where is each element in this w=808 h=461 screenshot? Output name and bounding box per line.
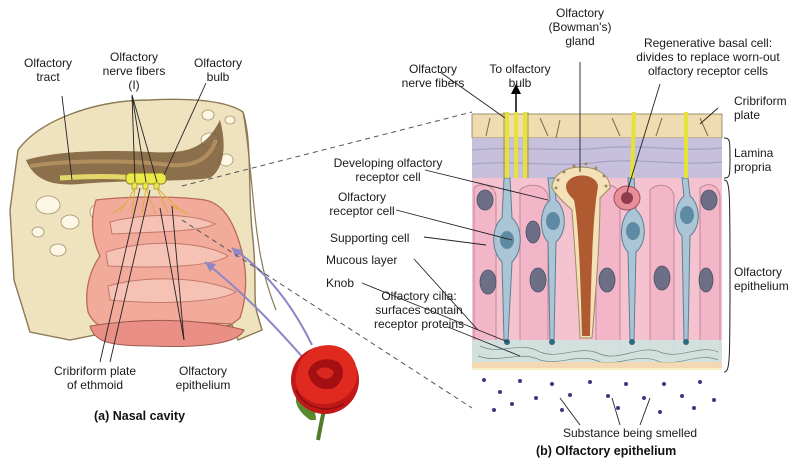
label-b-lamina-propria: Lamina propria bbox=[734, 146, 773, 174]
caption-nasal-cavity: (a) Nasal cavity bbox=[94, 409, 185, 423]
label-a-olfactory-nerve-fibers: Olfactory nerve fibers (I) bbox=[92, 50, 176, 92]
label-b-cribriform-plate: Cribriform plate bbox=[734, 94, 787, 122]
label-b-olfactory-cilia: Olfactory cilia: surfaces contain recept… bbox=[364, 289, 474, 331]
label-a-cribriform-plate: Cribriform plate of ethmoid bbox=[40, 364, 150, 392]
label-b-olfactory-receptor-cell: Olfactory receptor cell bbox=[318, 190, 406, 218]
label-a-olfactory-bulb: Olfactory bulb bbox=[186, 56, 250, 84]
label-a-olfactory-tract: Olfactory tract bbox=[8, 56, 88, 84]
caption-olfactory-epithelium: (b) Olfactory epithelium bbox=[536, 444, 676, 458]
epithelium-drawing bbox=[472, 84, 730, 414]
label-b-knob: Knob bbox=[326, 276, 354, 290]
label-b-olfactory-nerve-fibers: Olfactory nerve fibers bbox=[388, 62, 478, 90]
olfactory-bulb-shape bbox=[126, 173, 166, 184]
label-b-mucous-layer: Mucous layer bbox=[326, 253, 397, 267]
rose-image bbox=[291, 345, 359, 440]
label-b-regenerative-basal-cell: Regenerative basal cell: divides to repl… bbox=[610, 36, 806, 78]
label-a-olfactory-epithelium: Olfactory epithelium bbox=[158, 364, 248, 392]
label-b-olfactory-epithelium: Olfactory epithelium bbox=[734, 265, 789, 293]
label-b-substance-being-smelled: Substance being smelled bbox=[540, 426, 720, 440]
label-b-supporting-cell: Supporting cell bbox=[330, 231, 409, 245]
label-b-developing-receptor-cell: Developing olfactory receptor cell bbox=[320, 156, 456, 184]
odor-molecules bbox=[482, 378, 716, 414]
label-b-to-olfactory-bulb: To olfactory bulb bbox=[478, 62, 562, 90]
olfactory-tract-shape bbox=[60, 177, 130, 179]
nasal-cavity-drawing bbox=[10, 99, 312, 360]
